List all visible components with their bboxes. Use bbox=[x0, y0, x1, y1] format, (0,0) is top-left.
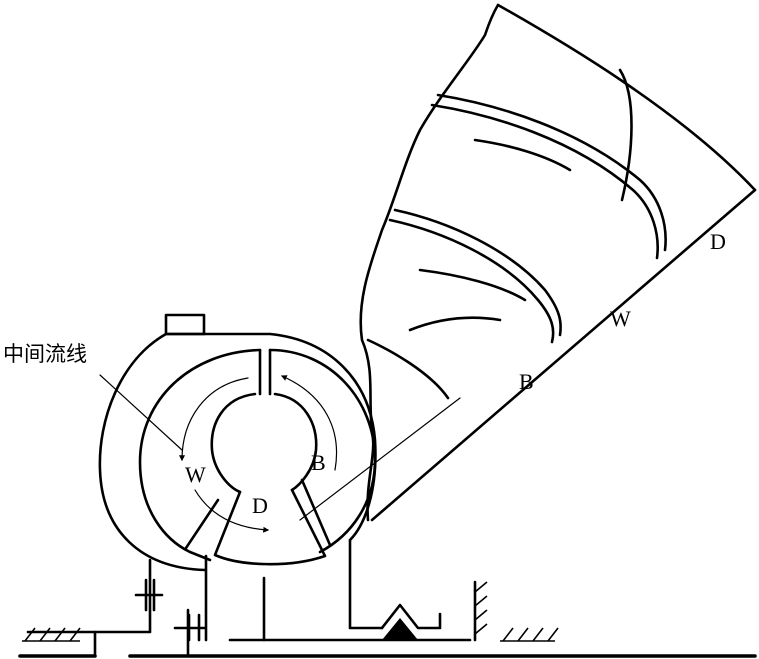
guide-wheel-sector bbox=[213, 488, 327, 566]
right-support-hatch bbox=[500, 627, 559, 642]
streamline-leader bbox=[99, 374, 183, 451]
torus-outer-shell bbox=[138, 348, 262, 554]
turbine-label-inner: W bbox=[185, 462, 206, 487]
center-streamline-label: 中间流线 bbox=[3, 342, 87, 366]
torus-outer-shell-right bbox=[268, 348, 377, 554]
inner-core-ring bbox=[210, 392, 257, 494]
pump-label-inner: B bbox=[311, 450, 326, 475]
output-shaft bbox=[173, 554, 472, 658]
housing-top bbox=[164, 332, 377, 542]
housing-outline bbox=[98, 332, 207, 572]
streamline-arrow-left bbox=[179, 377, 249, 462]
section-label-D: D bbox=[710, 229, 726, 254]
section-label-W: W bbox=[610, 306, 631, 331]
stator-support bbox=[348, 538, 442, 640]
section-label-B: B bbox=[519, 369, 534, 394]
input-shaft bbox=[26, 558, 164, 658]
left-support-hatch bbox=[22, 627, 81, 642]
section-leader bbox=[299, 397, 461, 521]
guide-label-inner: D bbox=[252, 493, 268, 518]
wall-hatch bbox=[473, 580, 488, 642]
housing-cap bbox=[164, 313, 206, 336]
streamline-arrow-right bbox=[280, 375, 338, 471]
streamline-arrow-bottom bbox=[194, 489, 270, 533]
blade-section bbox=[359, 3, 757, 522]
